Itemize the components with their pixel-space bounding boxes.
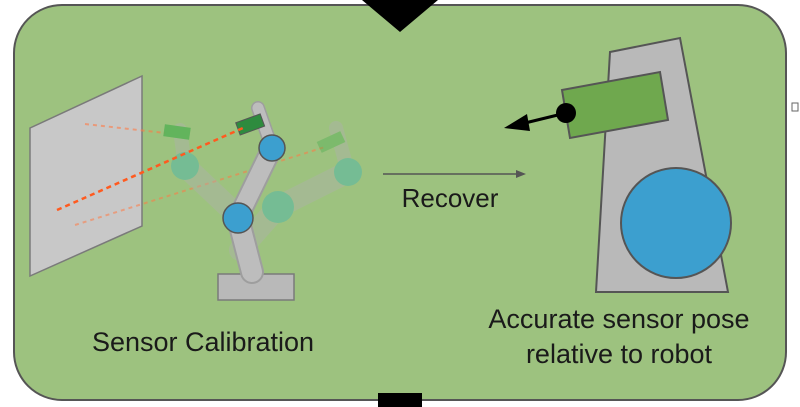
right-caption-line2: relative to robot bbox=[526, 339, 713, 369]
robot-pose-main bbox=[222, 101, 286, 284]
robot-joint-1 bbox=[222, 202, 254, 234]
sensor-ray-faded-2 bbox=[74, 146, 326, 226]
sensor-ray-faded-1 bbox=[84, 123, 166, 134]
sensor-ray-main bbox=[56, 126, 244, 212]
bottom-connector-marker bbox=[378, 393, 422, 407]
recover-arrow bbox=[383, 170, 526, 178]
sensor-pose-origin-dot bbox=[556, 103, 576, 123]
calibration-illustration bbox=[29, 74, 362, 301]
sensor-pose-illustration bbox=[504, 36, 732, 293]
sensor-pose-arrow-head bbox=[504, 114, 530, 131]
calibration-board bbox=[29, 74, 143, 278]
left-caption: Sensor Calibration bbox=[92, 327, 314, 357]
right-caption-line1: Accurate sensor pose bbox=[488, 304, 749, 334]
edge-mark bbox=[791, 102, 799, 112]
right-robot-joint bbox=[620, 167, 732, 279]
recover-arrow-head bbox=[516, 170, 526, 178]
top-connector-marker bbox=[362, 0, 438, 32]
robot-pose-faded-right bbox=[229, 121, 362, 261]
robot-joint-2 bbox=[258, 134, 286, 162]
recover-label: Recover bbox=[402, 183, 499, 213]
robot-sensor-faded-left bbox=[163, 124, 191, 140]
